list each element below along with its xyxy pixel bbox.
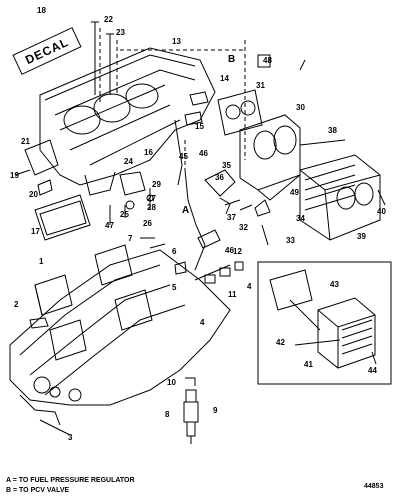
callout-2: 2: [14, 300, 19, 309]
callout-11: 11: [228, 290, 237, 299]
callout-32: 32: [239, 223, 248, 232]
callout-7: 7: [128, 234, 133, 243]
runner-covers: [34, 244, 153, 361]
callout-43: 43: [330, 280, 339, 289]
callout-1: 1: [39, 257, 44, 266]
part-14: [189, 91, 209, 106]
plenum-bolts: [91, 21, 114, 95]
gasket-17: [34, 194, 91, 241]
callout-23: 23: [116, 28, 125, 37]
screw-19: [14, 169, 31, 176]
callout-4b: 4: [200, 318, 205, 327]
upper-intake-plenum: [39, 47, 216, 196]
callout-36: 36: [215, 173, 224, 182]
callout-20: 20: [29, 190, 38, 199]
callout-35: 35: [222, 161, 231, 170]
callout-21: 21: [21, 137, 30, 146]
callout-37: 37: [227, 213, 236, 222]
fitting-24: [119, 171, 146, 196]
iac-valve: [204, 169, 236, 197]
legend-line-b: B = TO PCV VALVE: [6, 487, 70, 494]
callout-22: 22: [104, 15, 113, 24]
pcv-hose-16: [174, 119, 183, 186]
callout-b: B: [228, 54, 236, 65]
callout-44: 44: [368, 366, 377, 375]
callout-25: 25: [120, 210, 129, 219]
screw-40: [377, 189, 386, 206]
flame-arrestor: [299, 154, 381, 241]
callout-a: A: [182, 205, 190, 216]
callout-42: 42: [276, 338, 285, 347]
callout-48: 48: [263, 56, 272, 65]
part-20: [37, 179, 53, 196]
figure-number: 44853: [364, 483, 384, 490]
callout-8: 8: [165, 410, 170, 419]
callout-38: 38: [328, 126, 337, 135]
screws-34-36: [224, 199, 253, 211]
callout-30: 30: [296, 103, 305, 112]
reference-lines: [99, 28, 246, 170]
callout-24: 24: [124, 157, 133, 166]
callout-14: 14: [220, 74, 229, 83]
callout-31: 31: [256, 81, 265, 90]
callout-29: 29: [152, 180, 161, 189]
callout-41: 41: [304, 360, 313, 369]
fitting-5: [174, 261, 187, 275]
callout-9: 9: [213, 406, 218, 415]
callout-46a: 46: [199, 149, 208, 158]
legend-line-a: A = TO FUEL PRESSURE REGULATOR: [6, 477, 135, 484]
pcv-valve-48: [257, 54, 271, 68]
callout-26: 26: [143, 219, 152, 228]
callout-15: 15: [195, 122, 204, 131]
callout-49: 49: [290, 188, 299, 197]
inset-arrestor-box: [257, 261, 392, 385]
bracket-21: [24, 139, 59, 176]
callout-28: 28: [147, 203, 156, 212]
screw-44: [371, 351, 377, 365]
inset-flame-arrestor: [317, 297, 376, 369]
callout-27: 27: [147, 194, 156, 203]
fuel-injector: [183, 389, 199, 444]
callout-4a: 4: [247, 282, 252, 291]
callout-40: 40: [377, 207, 386, 216]
part-6: [149, 243, 166, 249]
callout-13: 13: [172, 37, 181, 46]
callout-17: 17: [31, 227, 40, 236]
part-32: [254, 199, 271, 217]
lower-intake-manifold: [9, 249, 231, 426]
vacuum-hose-a: [184, 169, 206, 271]
callout-33: 33: [286, 236, 295, 245]
part-37: [219, 197, 231, 215]
callout-3: 3: [68, 433, 73, 442]
callout-16: 16: [144, 148, 153, 157]
pcv-fitting-b: [299, 59, 306, 71]
throttle-gasket: [217, 89, 263, 136]
callout-19: 19: [10, 171, 19, 180]
studs-25-47: [109, 205, 126, 225]
leader-3: [39, 419, 71, 436]
part-15: [184, 111, 203, 126]
callout-5: 5: [172, 283, 177, 292]
callout-18: 18: [37, 6, 46, 15]
callout-10: 10: [167, 378, 176, 387]
fuel-fitting-11: [194, 264, 231, 281]
callout-45: 45: [179, 152, 188, 161]
clip-10: [185, 377, 196, 386]
callout-47: 47: [105, 221, 114, 230]
callout-39: 39: [357, 232, 366, 241]
callout-6: 6: [172, 247, 177, 256]
screw-33: [261, 224, 269, 246]
callout-12: 12: [233, 247, 242, 256]
callout-34: 34: [296, 214, 305, 223]
sensor-2: [29, 317, 49, 329]
hose-46: [197, 229, 221, 249]
arrestor-stud: [299, 139, 346, 146]
callout-46b: 46: [225, 246, 234, 255]
